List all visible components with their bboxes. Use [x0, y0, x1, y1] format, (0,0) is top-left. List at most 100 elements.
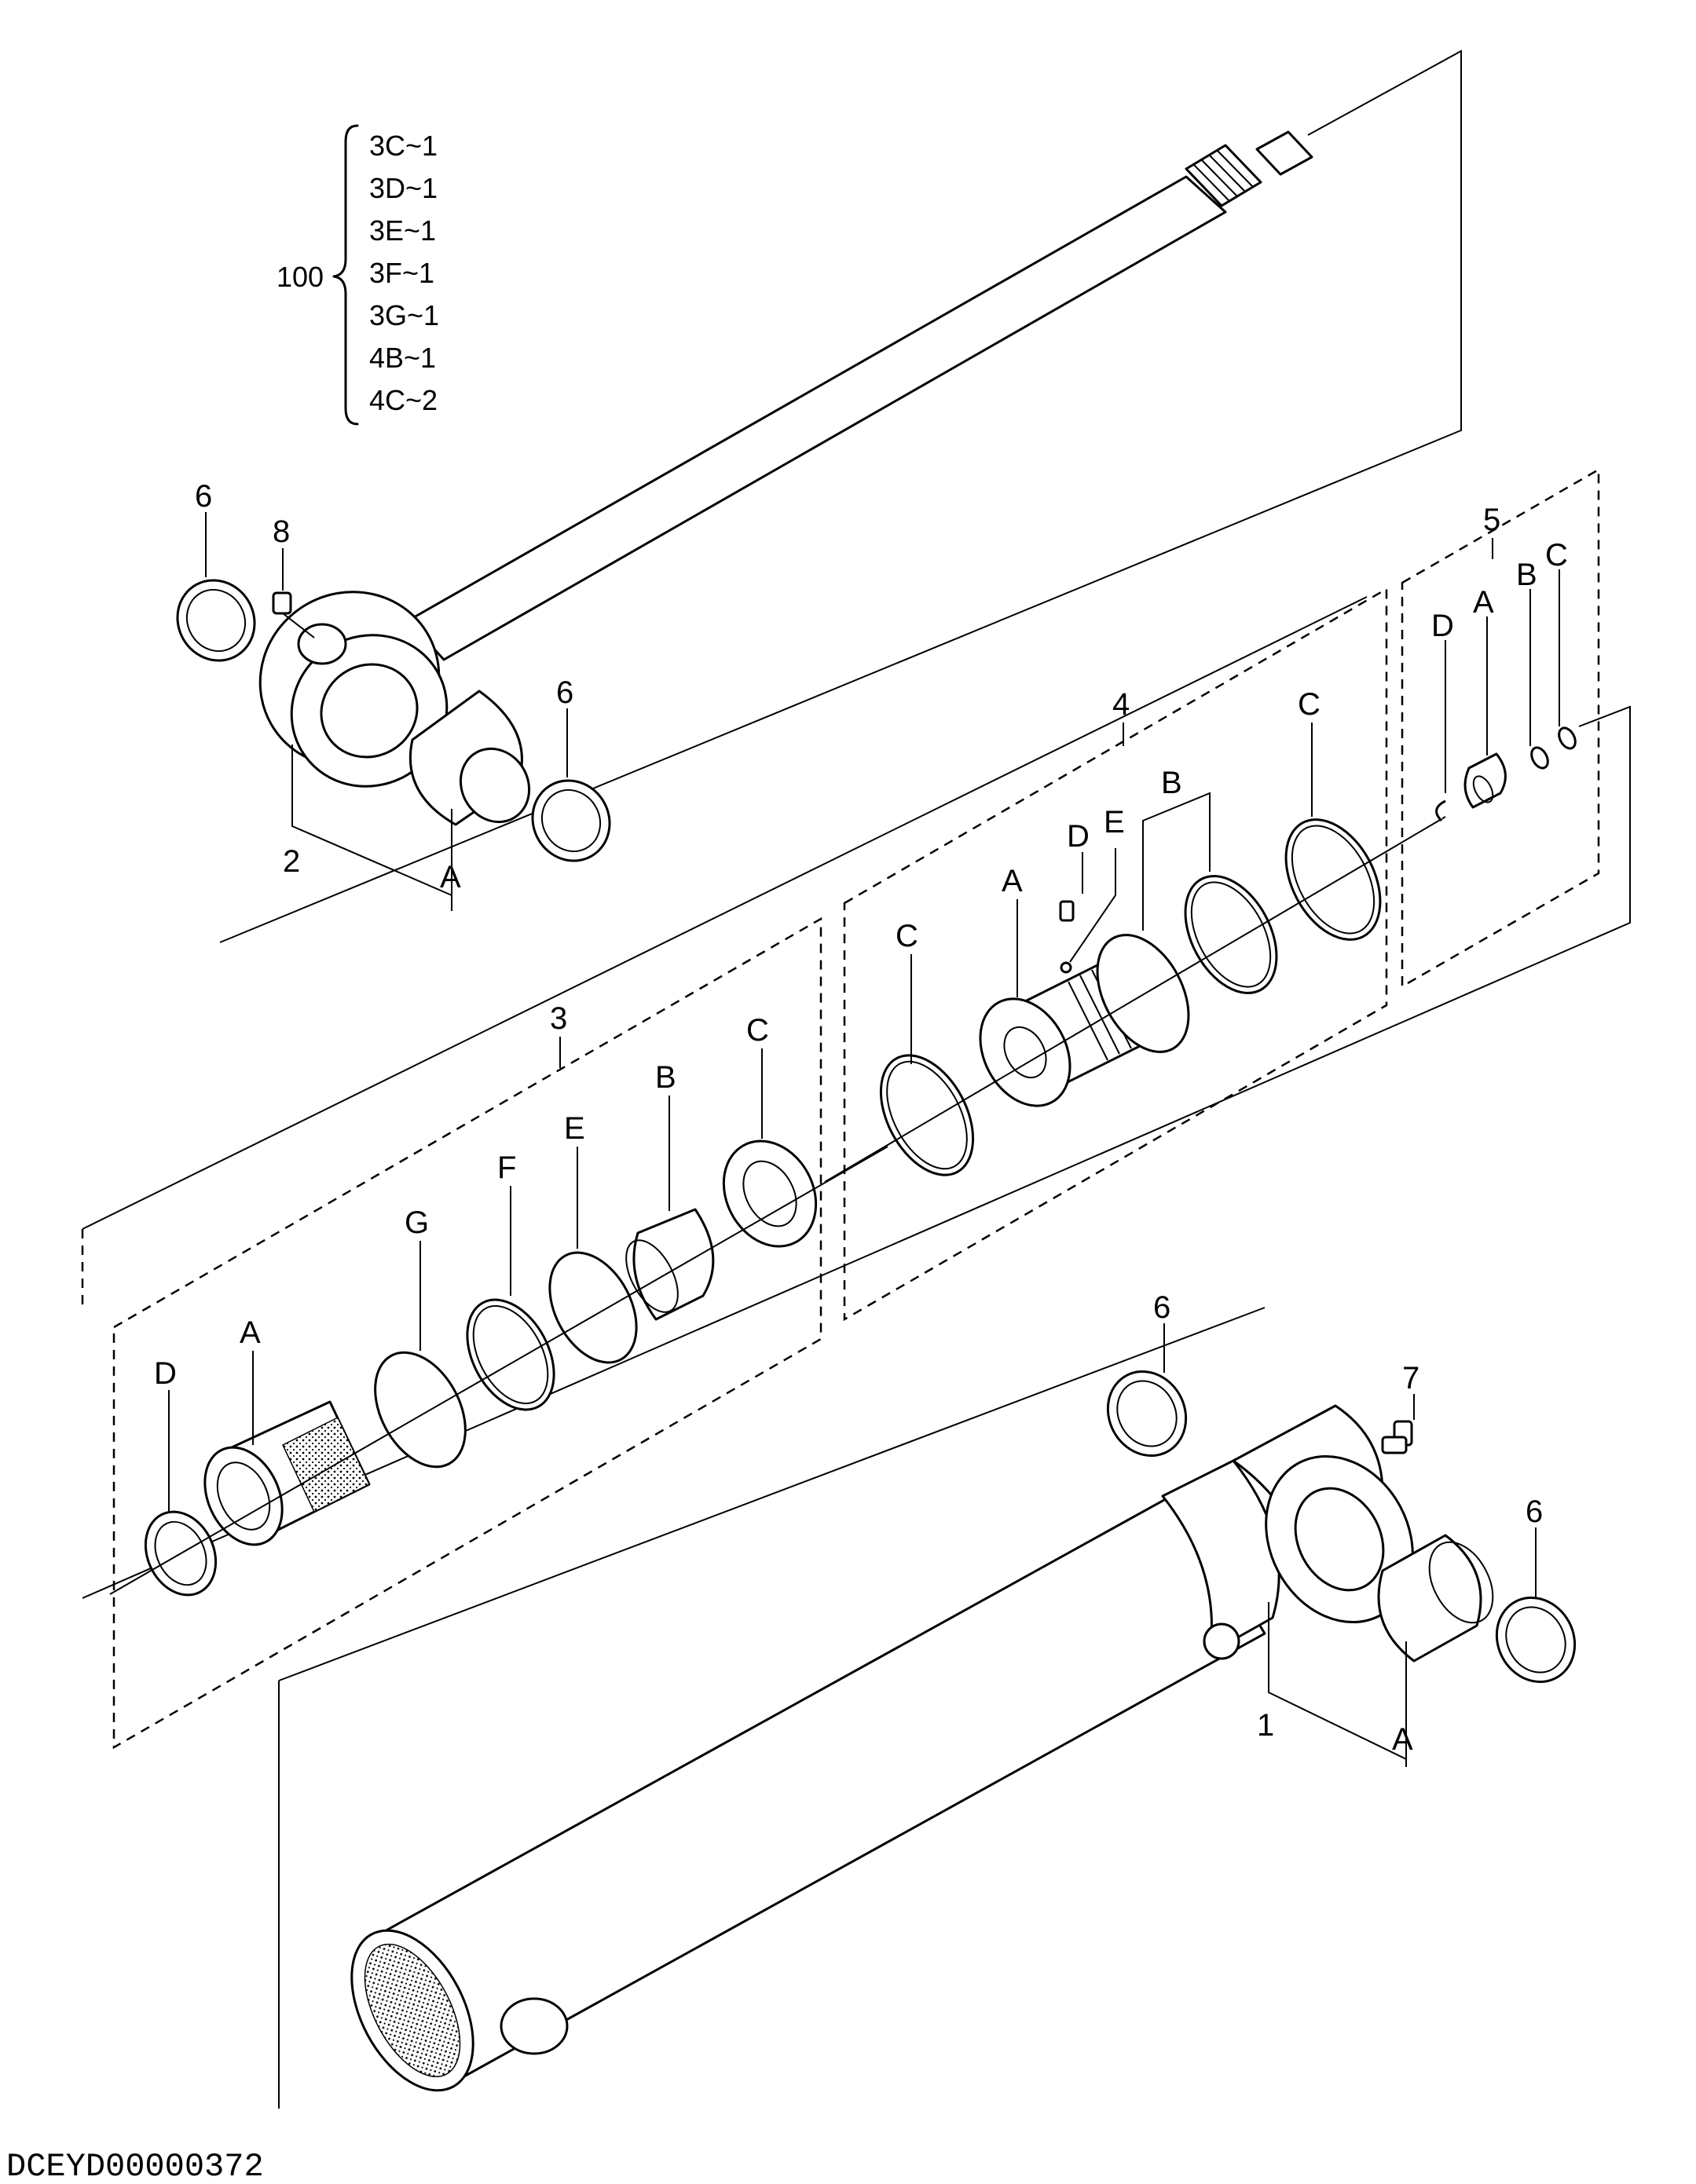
label-head-D: D: [154, 1356, 177, 1391]
piston-part-E: [1060, 961, 1072, 974]
rod-tip: [1255, 130, 1313, 176]
label-piston-C-right: C: [1298, 687, 1321, 722]
head-part-A-bore: [216, 1461, 271, 1531]
label-rod-bushing: A: [440, 860, 461, 894]
head-part-A-knurl: [282, 1416, 370, 1513]
head-axis: [109, 1146, 888, 1595]
label-cushion-kit: 5: [1483, 503, 1500, 537]
label-head-F: F: [497, 1151, 516, 1185]
label-head-G: G: [405, 1205, 429, 1240]
rod-eye-bore: [320, 663, 419, 759]
tube-bushing: [1377, 1534, 1482, 1663]
label-head-B: B: [655, 1060, 676, 1095]
rod-thread: [1185, 144, 1262, 207]
assembly-part-6: 4B~1: [369, 342, 436, 374]
label-rod-grease: 8: [273, 514, 290, 549]
head-part-C: [722, 1140, 818, 1248]
rod-grease-fitting: [272, 591, 315, 638]
assembly-ref-number: 100: [277, 261, 324, 293]
head-part-A-face: [203, 1446, 284, 1546]
leader-piston-E: [1069, 848, 1116, 963]
label-cushion-A: A: [1473, 585, 1494, 620]
head-part-C-inner: [742, 1160, 797, 1227]
piston-part-A-bore: [1003, 1026, 1047, 1079]
piston-part-C-left: [879, 1054, 975, 1176]
tube-side-port: [1203, 1622, 1240, 1660]
cushion-part-A: [1463, 752, 1507, 809]
rod-seal-left: [176, 579, 256, 662]
rod-seal-right-inner: [540, 788, 602, 853]
label-tube-grease: 7: [1402, 1361, 1419, 1396]
head-part-B-face: [625, 1239, 679, 1313]
label-piston-kit: 4: [1112, 687, 1130, 722]
piston-rod-assembly: 6 8 6 2 A: [176, 49, 1462, 943]
assembly-part-2: 3D~1: [369, 172, 438, 204]
cushion-kit-box: [1401, 467, 1600, 989]
head-part-F: [466, 1298, 555, 1411]
label-cushion-B: B: [1516, 558, 1537, 592]
label-cushion-D: D: [1431, 609, 1454, 643]
label-piston-D: D: [1067, 819, 1090, 854]
tube-port: [500, 1997, 569, 2055]
tube-eye-bore: [1294, 1487, 1385, 1592]
cushion-kit: 5 D A B C: [1401, 467, 1600, 989]
piston-part-D: [1059, 900, 1075, 922]
tube-seal-right: [1495, 1596, 1577, 1684]
piston-part-C-left-inner: [886, 1060, 968, 1170]
cushion-part-D: [1435, 799, 1446, 822]
label-rod-seal-right: 6: [556, 675, 573, 710]
cylinder-tube: [368, 1491, 1266, 2083]
assembly-part-4: 3F~1: [369, 257, 434, 289]
tube-seal-top: [1106, 1370, 1188, 1458]
leader-piston-B: [1142, 792, 1211, 931]
label-piston-C-left: C: [896, 919, 918, 953]
assembly-part-7: 4C~2: [369, 384, 438, 416]
piston-part-B2-inner: [1190, 881, 1272, 988]
label-tube-assembly: 1: [1257, 1708, 1274, 1743]
piston-rod: [407, 175, 1227, 661]
label-tube-bushing: A: [1392, 1722, 1413, 1757]
label-piston-B: B: [1161, 766, 1182, 800]
label-rod-seal-left: 6: [195, 479, 212, 514]
label-head-A: A: [240, 1315, 261, 1350]
tube-head-collar: [1161, 1459, 1280, 1655]
head-part-D-inner: [154, 1520, 207, 1586]
label-head-E: E: [564, 1111, 585, 1146]
piston-axis: [824, 816, 1446, 1183]
tube-grease-fitting: [1381, 1420, 1413, 1454]
head-part-F-inner: [472, 1304, 549, 1405]
assembly-brace: [332, 124, 359, 426]
label-piston-E: E: [1104, 805, 1125, 840]
assembly-part-3: 3E~1: [369, 214, 436, 247]
tube-seal-right-inner: [1505, 1606, 1566, 1674]
piston-kit-box: [843, 587, 1388, 1322]
rod-thread-lines: [1193, 150, 1254, 202]
head-part-B: [632, 1208, 715, 1321]
assembly-part-1: 3C~1: [369, 130, 438, 162]
rod-seal-left-inner: [185, 588, 247, 653]
cylinder-tube-assembly: 6 7 6 1 A: [278, 1290, 1577, 2109]
cushion-part-B: [1530, 746, 1549, 770]
head-part-G: [374, 1351, 467, 1469]
head-part-E: [548, 1251, 638, 1364]
label-piston-A: A: [1002, 864, 1023, 898]
assembly-reference-group: 100 3C~1 3D~1 3E~1 3F~1 3G~1 4B~1 4C~2: [277, 124, 439, 426]
piston-part-C-right: [1284, 818, 1382, 941]
label-head-kit: 3: [550, 1001, 567, 1036]
tube-seal-top-inner: [1116, 1380, 1178, 1447]
assembly-part-5: 3G~1: [369, 299, 439, 331]
label-rod-assembly: 2: [283, 844, 300, 879]
piston-kit: 4 C A D E B C: [824, 587, 1446, 1322]
label-cushion-C: C: [1545, 538, 1568, 573]
piston-part-B2: [1184, 875, 1278, 994]
piston-part-A-face: [979, 997, 1071, 1107]
frame-main-lines: [82, 596, 1631, 1599]
tube-bore: [364, 1943, 461, 2078]
cushion-part-C: [1558, 726, 1577, 750]
rod-bushing-face: [459, 747, 531, 824]
cushion-part-A-face: [1472, 775, 1494, 803]
tube-frame-line: [278, 1307, 1266, 2109]
label-tube-seal-top: 6: [1153, 1290, 1170, 1325]
rod-frame-line: [219, 49, 1462, 943]
